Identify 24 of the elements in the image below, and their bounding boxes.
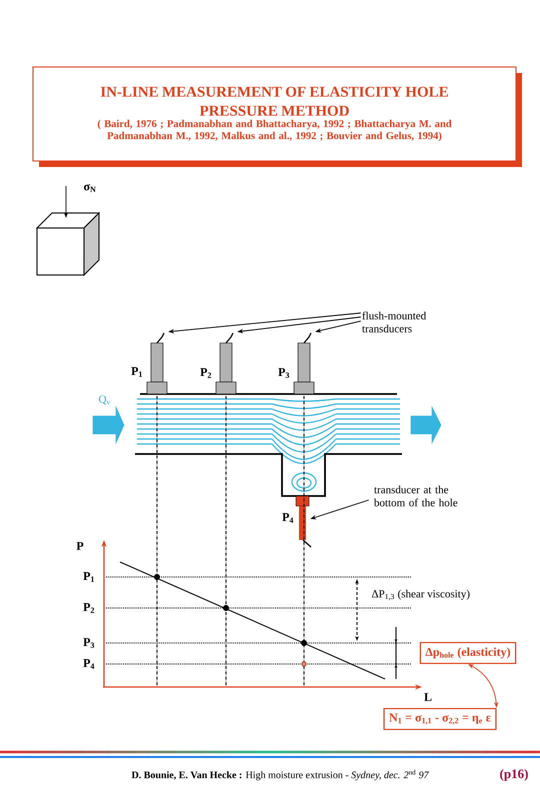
formula-box: N$_{1}$ = σ$_{1,1}$ - σ$_{2,2}$ = η$_{e}$ ε — [383, 708, 497, 730]
footer-text: D. Bounie, E. Van Hecke : High moisture extrusion - Sydney, dec. 2$^{nd}$ 97 — [132, 770, 429, 780]
axis-label: L — [424, 693, 432, 701]
page-number: (p16) — [500, 769, 528, 781]
transducer — [146, 332, 168, 394]
callout-text: flush-mounted transducers — [362, 312, 426, 332]
flow-label: Q$_{v}$ — [98, 395, 110, 405]
tick-label: P$_{2}$ — [83, 603, 94, 613]
formula-box: Δp$_{hole}$ (elasticity) — [420, 642, 516, 664]
tick-label: P$_{3}$ — [83, 638, 94, 648]
tick-label: P$_{4}$ — [83, 659, 94, 669]
transducer — [294, 332, 314, 394]
callout-text: transducer at the bottom of the hole — [374, 486, 458, 506]
pressure-label: P$_{2}$ — [200, 368, 212, 378]
axis-label: P — [76, 542, 84, 550]
tick-label: P$_{1}$ — [83, 572, 94, 582]
force-label: σ$_{N}$ — [84, 184, 96, 192]
transducer — [296, 496, 312, 548]
pressure-label: P$_{1}$ — [131, 367, 142, 377]
pressure-label: P$_{3}$ — [278, 368, 290, 378]
pressure-label: P$_{4}$ — [282, 513, 294, 523]
transducer — [216, 332, 236, 394]
title-box: IN-LINE MEASUREMENT OF ELASTICITY HOLE PRESSURE METHOD ( Baird, 1976 ; Padmanabhan and Bhattacharya, 1992 ; Bhattacharya M. and Padmanabhan M., 1992, Malkus and al., 1992 ; Bouvier and Gelus, 1994) — [32, 66, 522, 167]
annotation-text: ΔP$_{1,3}$ (shear viscosity) — [372, 590, 470, 600]
